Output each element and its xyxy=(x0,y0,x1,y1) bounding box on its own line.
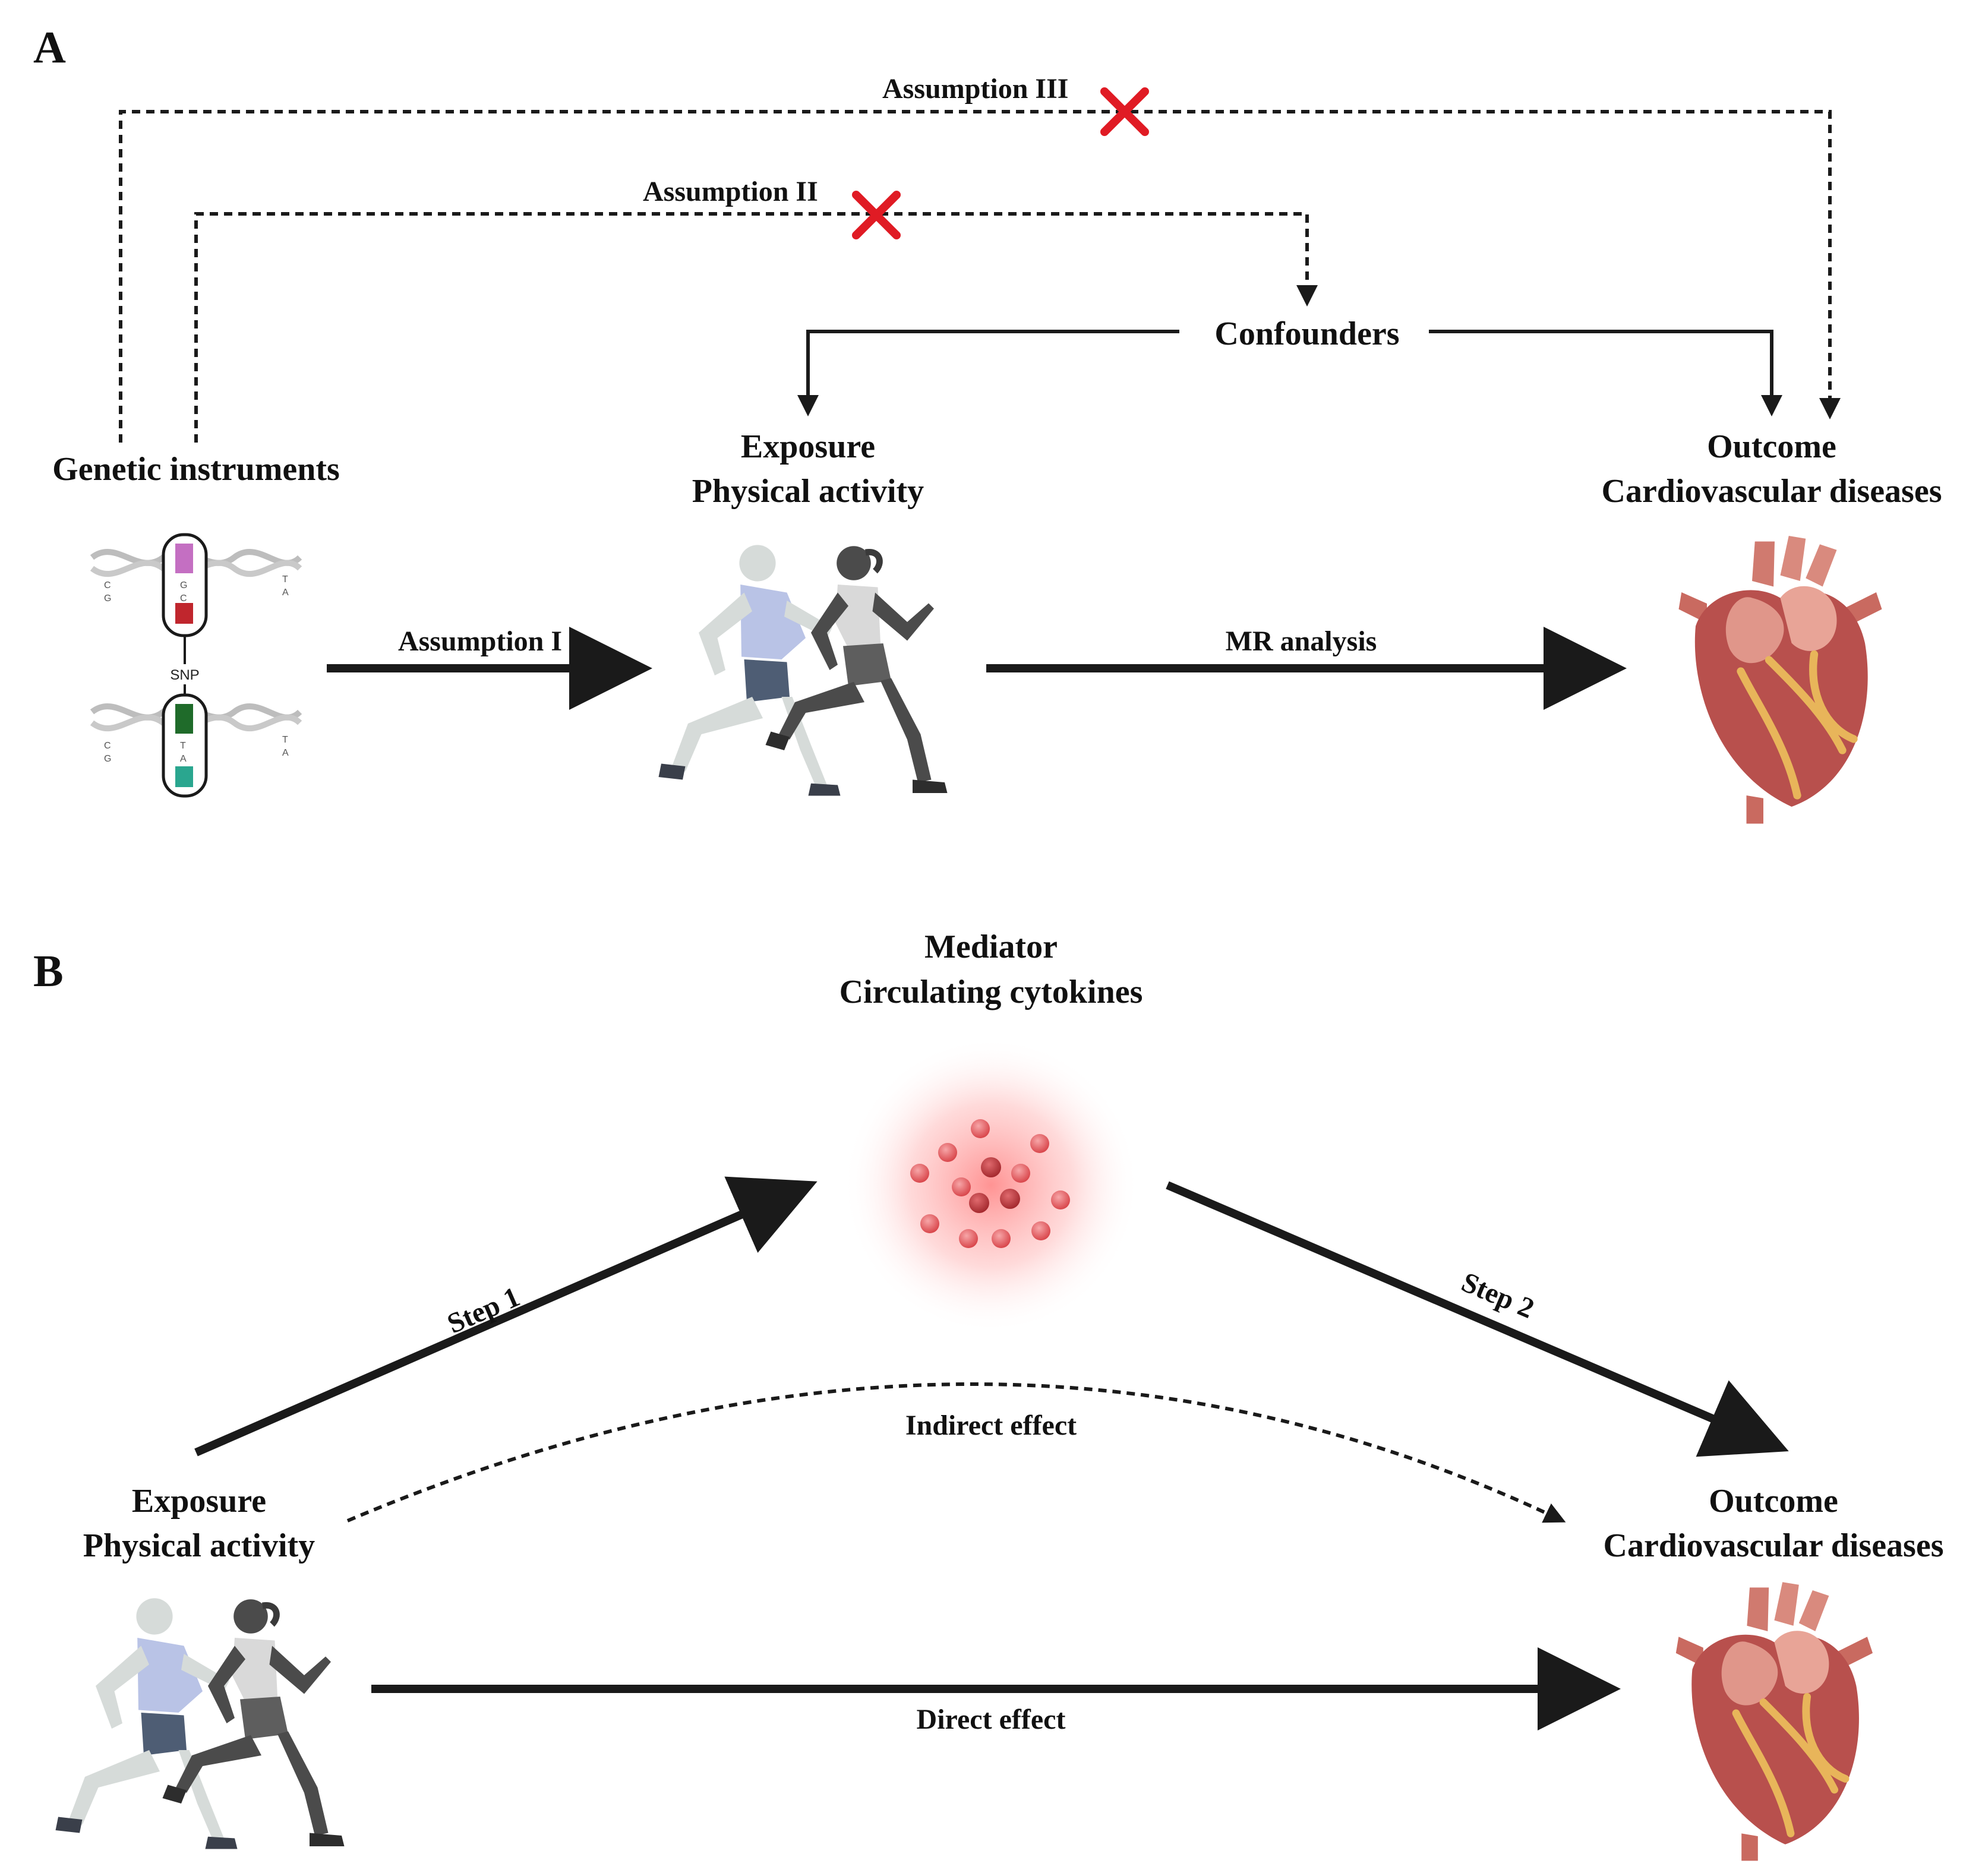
assumption-2-label: Assumption II xyxy=(643,176,818,207)
heart-icon xyxy=(1676,1582,1873,1861)
heart-icon xyxy=(1679,536,1882,824)
direct-effect-label: Direct effect xyxy=(917,1704,1066,1735)
outcome-title-b: Outcome xyxy=(1709,1483,1838,1520)
outcome-name-b: Cardiovascular diseases xyxy=(1604,1527,1944,1564)
svg-text:T: T xyxy=(180,741,186,751)
confounders-to-outcome-arrow xyxy=(1429,330,1782,416)
exposure-name-b: Physical activity xyxy=(83,1527,315,1564)
step-1-arrow xyxy=(194,1176,818,1457)
dna-snp-icon: G C T A SNP C G T A C G T A xyxy=(92,533,300,798)
cytokines-icon xyxy=(842,1037,1140,1334)
confounders-to-exposure-arrow xyxy=(797,330,1179,416)
svg-text:G: G xyxy=(104,754,111,764)
exposure-name: Physical activity xyxy=(692,473,924,510)
svg-text:T: T xyxy=(282,574,288,585)
svg-text:G: G xyxy=(104,593,111,604)
assumption-2-path xyxy=(194,212,1318,443)
genetic-instruments-label: Genetic instruments xyxy=(52,451,340,488)
panel-a-label: A xyxy=(33,23,66,72)
exposure-title: Exposure xyxy=(741,428,875,465)
indirect-effect-arrow xyxy=(346,1382,1566,1523)
runners-icon xyxy=(659,545,948,795)
assumption-3-label: Assumption III xyxy=(882,73,1068,105)
assumption-1-label: Assumption I xyxy=(398,626,562,657)
svg-text:T: T xyxy=(282,735,288,745)
mr-analysis-label: MR analysis xyxy=(1226,626,1377,657)
svg-text:C: C xyxy=(104,580,111,590)
mediator-name: Circulating cytokines xyxy=(839,974,1143,1010)
panel-b-label: B xyxy=(33,946,64,996)
svg-text:C: C xyxy=(180,593,187,604)
cross-icon xyxy=(1100,87,1149,136)
svg-text:A: A xyxy=(282,588,289,598)
svg-text:G: G xyxy=(180,580,187,590)
snp-label: SNP xyxy=(170,667,199,683)
svg-text:A: A xyxy=(180,754,187,764)
indirect-effect-label: Indirect effect xyxy=(905,1410,1077,1441)
mediator-title: Mediator xyxy=(924,928,1058,965)
exposure-title-b: Exposure xyxy=(132,1483,266,1520)
svg-text:C: C xyxy=(104,741,111,751)
outcome-name: Cardiovascular diseases xyxy=(1602,473,1942,510)
outcome-title: Outcome xyxy=(1707,428,1836,465)
step-2-arrow xyxy=(1166,1181,1789,1457)
confounders-label: Confounders xyxy=(1214,315,1399,352)
cross-icon xyxy=(852,191,901,239)
assumption-3-path xyxy=(119,110,1841,443)
svg-text:A: A xyxy=(282,748,289,758)
runners-icon xyxy=(56,1598,345,1849)
